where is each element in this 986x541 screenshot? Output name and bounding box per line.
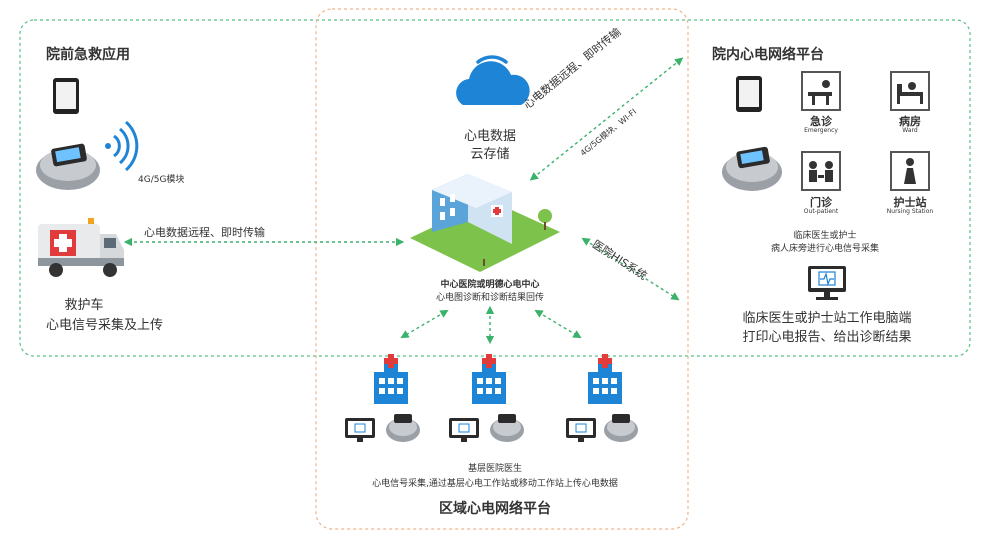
tablet-icon <box>53 78 79 114</box>
module-label: 4G/5G模块 <box>138 175 185 185</box>
ambulance-desc: 心电信号采集及上传 <box>46 318 164 333</box>
ecg-device-icon <box>36 143 100 190</box>
emergency-icon <box>801 71 841 111</box>
ward-icon <box>890 71 930 111</box>
hospital-label-2: 心电图诊断和诊断结果回传 <box>435 293 544 303</box>
ward-en: Ward <box>902 127 918 134</box>
bedside-label-2: 病人床旁进行心电信号采集 <box>770 244 879 254</box>
workstation-label-2: 打印心电报告、给出诊断结果 <box>742 330 912 345</box>
left-link-label: 心电数据远程、即时传输 <box>144 226 265 239</box>
nursing-cn: 护士站 <box>893 196 927 209</box>
emergency-cn: 急诊 <box>810 115 832 128</box>
ward-cn: 病房 <box>899 115 921 128</box>
nursing-en: Nursing Station <box>886 208 934 215</box>
down-right-arrow <box>534 309 582 339</box>
clinic-group-3 <box>566 354 638 442</box>
outpatient-en: Out-patient <box>803 208 839 215</box>
bottom-label-2: 心电信号采集,通过基层心电工作站或移动工作站上传心电数据 <box>372 479 618 489</box>
workstation-label-1: 临床医生或护士站工作电脑端 <box>742 311 912 326</box>
right-ecg-device-icon <box>722 146 782 191</box>
outpatient-icon <box>801 151 841 191</box>
nursing-station-icon <box>890 151 930 191</box>
right-tablet-icon <box>736 76 762 112</box>
prehospital-inhospital-frame <box>19 19 971 357</box>
hospital-label-1: 中心医院或明德心电中心 <box>440 280 540 290</box>
ambulance-icon <box>38 218 124 277</box>
to-inhospital-arrow <box>529 57 684 181</box>
ambulance-title: 救护车 <box>64 298 104 313</box>
cloud-label-1: 心电数据 <box>463 129 516 144</box>
bottom-label-1: 基层医院医生 <box>467 464 522 474</box>
inhospital-title: 院内心电网络平台 <box>712 47 824 63</box>
outpatient-cn: 门诊 <box>810 196 832 209</box>
cloud-label-2: 云存储 <box>470 147 510 162</box>
regional-frame <box>315 8 689 530</box>
bedside-label-1: 临床医生或护士 <box>793 231 857 241</box>
wifi-signal-icon <box>105 120 139 172</box>
emergency-en: Emergency <box>804 127 838 134</box>
regional-title: 区域心电网络平台 <box>439 501 551 517</box>
clinic-group-2 <box>449 354 524 442</box>
central-hospital-icon <box>410 174 560 272</box>
workstation-monitor-icon <box>808 266 846 300</box>
prehospital-title: 院前急救应用 <box>46 47 130 63</box>
down-left-arrow <box>400 309 449 339</box>
clinic-group-1 <box>345 354 420 442</box>
cloud-icon <box>456 55 530 105</box>
